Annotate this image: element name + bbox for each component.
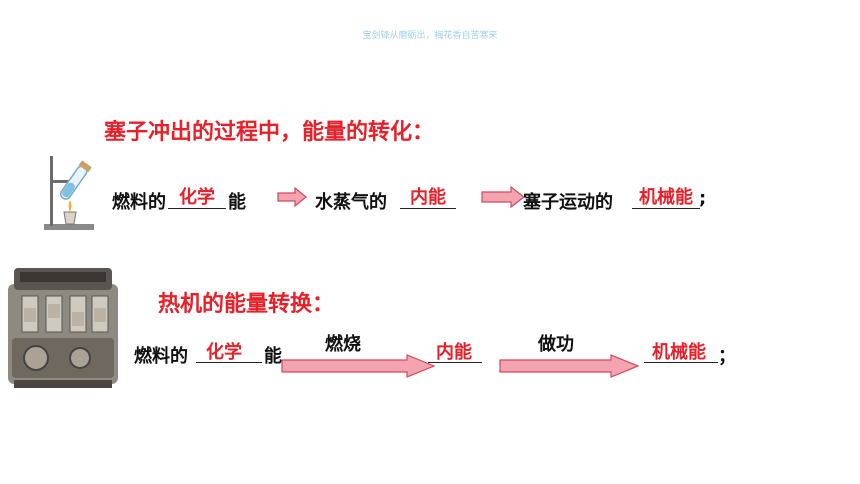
s2-blank-1	[196, 362, 262, 363]
engine-block-icon	[6, 264, 120, 398]
s2-arrow2-label: 做功	[538, 334, 574, 355]
s1-answer-chemical: 化学	[179, 187, 215, 208]
s1-steam-label: 水蒸气的	[315, 192, 387, 213]
s1-energy-label: 能	[228, 192, 246, 213]
s2-arrow1-label: 燃烧	[325, 334, 361, 355]
s2-answer-mechanical: 机械能	[652, 342, 706, 363]
s2-arrow-work	[499, 354, 639, 378]
s2-energy-label: 能	[264, 346, 282, 367]
s2-arrow-burn	[281, 354, 435, 378]
test-tube-apparatus-icon	[40, 154, 100, 238]
watermark-text: 宝剑锋从磨砺出，梅花香自苦寒来	[362, 31, 498, 41]
s1-blank-2	[400, 208, 456, 209]
s1-answer-mechanical: 机械能	[639, 187, 693, 208]
s2-answer-chemical: 化学	[206, 342, 242, 363]
s1-blank-3	[632, 208, 700, 209]
s1-arrow-1	[277, 187, 307, 207]
s2-blank-3	[644, 362, 718, 363]
s2-answer-internal: 内能	[436, 342, 472, 363]
section2-heading: 热机的能量转换：	[158, 292, 335, 317]
s2-fuel-label: 燃料的	[134, 346, 188, 367]
section1-heading: 塞子冲出的过程中，能量的转化：	[104, 120, 435, 145]
s1-answer-internal: 内能	[410, 187, 446, 208]
s1-fuel-label: 燃料的	[112, 192, 166, 213]
s2-blank-2	[428, 362, 482, 363]
s1-blank-1	[168, 208, 226, 209]
s2-semicolon: ；	[718, 346, 736, 367]
s1-plug-motion-label: 塞子运动的	[523, 192, 613, 213]
s1-arrow-2	[481, 186, 525, 208]
s1-semicolon: ;	[699, 188, 707, 209]
